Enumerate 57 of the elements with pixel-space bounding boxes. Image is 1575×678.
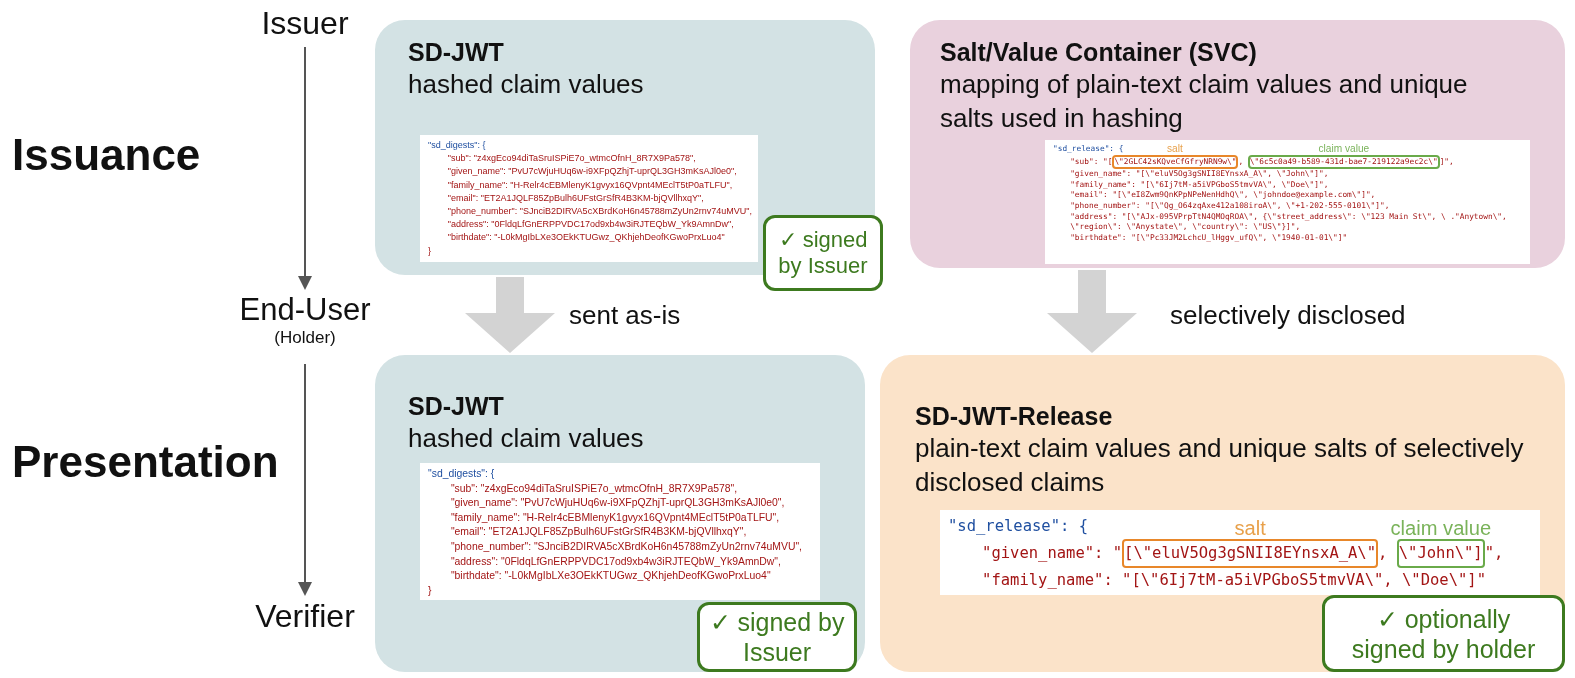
arrow (298, 46, 312, 290)
code-line: "address": "0FldqLfGnERPPVDC17od9xb4w3iRJTEQbW_Yk9AmnDw", (450, 555, 781, 567)
code-text: "given_name": " (982, 544, 1123, 562)
code-line: "phone_number": "SJnciB2DIRVA5cXBrdKoH6n45788mZyUn2rnv74uMVU", (447, 206, 752, 216)
code-line: "sd_release": { (948, 517, 1088, 535)
highlight-box: [\"eluV5Og3gSNII8EYnsxA_A\" (1122, 539, 1379, 568)
signature-badge: ✓ optionally signed by holder (1322, 595, 1565, 672)
panel-subtitle: plain-text claim values and unique salts of selectively disclosed claims (915, 432, 1525, 499)
section-heading: Presentation (12, 437, 279, 487)
block-arrow (465, 277, 555, 353)
panel-title: SD-JWT (408, 391, 505, 422)
panel-title: Salt/Value Container (SVC) (940, 37, 1258, 68)
panel-subtitle: hashed claim values (408, 422, 645, 455)
code-line: "sub": "z4xgEco94diTaSruISPiE7o_wtmcOfnH_8R7X9Pa578", (447, 153, 696, 164)
code-text: ", (1484, 544, 1504, 562)
highlight-box: \"John\"] (1396, 539, 1485, 568)
code-snippet (1045, 140, 1530, 264)
block-arrow (1047, 270, 1137, 353)
code-line: "family_name": "H-Relr4cEBMlenyK1gvyx16QVpnt4MEclT5tP0aTLFU", (447, 179, 733, 190)
panel-title: SD-JWT (408, 37, 505, 68)
code-line: "email": "ET2A1JQLF85ZpBulh6UFstGrSfR4B3KM-bjQVllhxqY", (447, 192, 704, 203)
signature-badge: ✓ signed by Issuer (763, 215, 883, 291)
panel-card (375, 355, 865, 672)
code-line: "sd_digests": { (428, 468, 495, 479)
arrow (298, 363, 312, 596)
section-heading: Issuance (12, 130, 201, 180)
annotation-label: salt (1234, 518, 1266, 539)
annotation-label: salt (1167, 144, 1183, 155)
code-line: "family_name": "[\"6Ij7tM-a5iVPGboS5tmvVA\", \"Doe\"]" (982, 571, 1486, 589)
code-text: , (1378, 544, 1389, 562)
role-note: (Holder) (273, 327, 337, 348)
role-label: Issuer (230, 5, 380, 45)
panel-subtitle: mapping of plain-text claim values and unique salts used in hashing (940, 68, 1469, 135)
code-line: "phone_number": "SJnciB2DIRVA5cXBrdKoH6n45788mZyUn2rnv74uMVU", (450, 540, 802, 552)
code-snippet (940, 510, 1540, 595)
panel-title: SD-JWT-Release (915, 401, 1114, 432)
code-line: "family_name": "H-Relr4cEBMlenyK1gvyx16QVpnt4MEclT5tP0aTLFU", (450, 511, 780, 523)
code-line: "given_name": "PvU7cWjuHUq6w-i9XFpQZhjT-uprQL3GH3mKsAJl0e0", (450, 497, 785, 509)
code-line: "sd_digests": { (428, 140, 486, 150)
code-line: } (428, 245, 431, 256)
code-line: "address": "0FldqLfGnERPPVDC17od9xb4w3iRJTEQbW_Yk9AmnDw", (447, 219, 734, 230)
code-snippet (420, 135, 758, 262)
code-snippet (420, 463, 820, 600)
panel-subtitle: hashed claim values (408, 68, 645, 101)
code-line: "birthdate": "-L0kMgIbLXe3OEkKTUGwz_QKhjehDeofKGwoPrxLuo4" (447, 232, 725, 243)
code-line: "sub": "z4xgEco94diTaSruISPiE7o_wtmcOfnH_8R7X9Pa578", (450, 482, 738, 494)
signature-badge: ✓ signed by Issuer (697, 602, 857, 672)
code-line: "email": "ET2A1JQLF85ZpBulh6UFstGrSfR4B3KM-bjQVllhxqY", (450, 526, 747, 538)
role-label: End-User (238, 292, 372, 328)
annotation-label: claim value (1390, 518, 1492, 539)
code-line: "birthdate": "-L0kMgIbLXe3OEkKTUGwz_QKhjehDeofKGwoPrxLuo4" (450, 570, 771, 582)
panel-card (910, 20, 1565, 268)
annotation-label: claim value (1318, 144, 1370, 155)
code-line: "given_name": "PvU7cWjuHUq6w-i9XFpQZhjT-uprQL3GH3mKsAJl0e0", (447, 166, 737, 177)
panel-card (880, 355, 1565, 672)
code-line: } (428, 584, 432, 596)
role-label: Verifier (230, 598, 380, 640)
